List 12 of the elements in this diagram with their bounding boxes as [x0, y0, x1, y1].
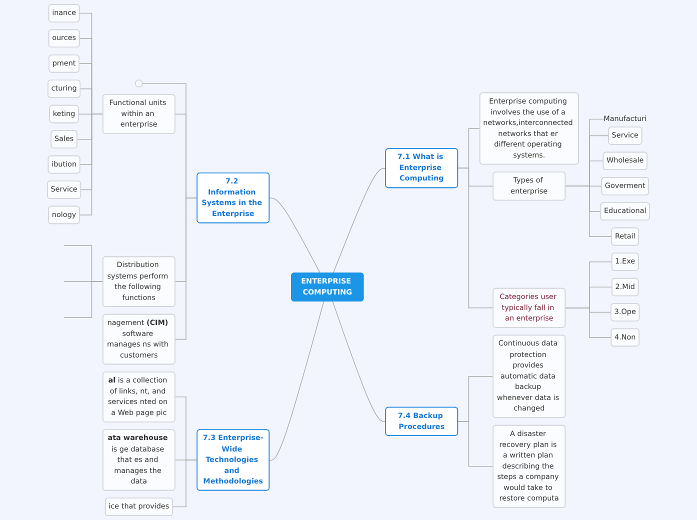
connector: [269, 301, 324, 461]
connector: [564, 186, 612, 237]
connector: [64, 281, 104, 318]
connector: [174, 198, 198, 340]
connector: [172, 460, 198, 508]
connector: [332, 168, 386, 274]
connector: [457, 421, 494, 467]
connector: [79, 114, 104, 216]
connector: [332, 301, 386, 422]
connector: [457, 168, 494, 308]
connector: [269, 198, 321, 274]
connector: [564, 308, 612, 338]
